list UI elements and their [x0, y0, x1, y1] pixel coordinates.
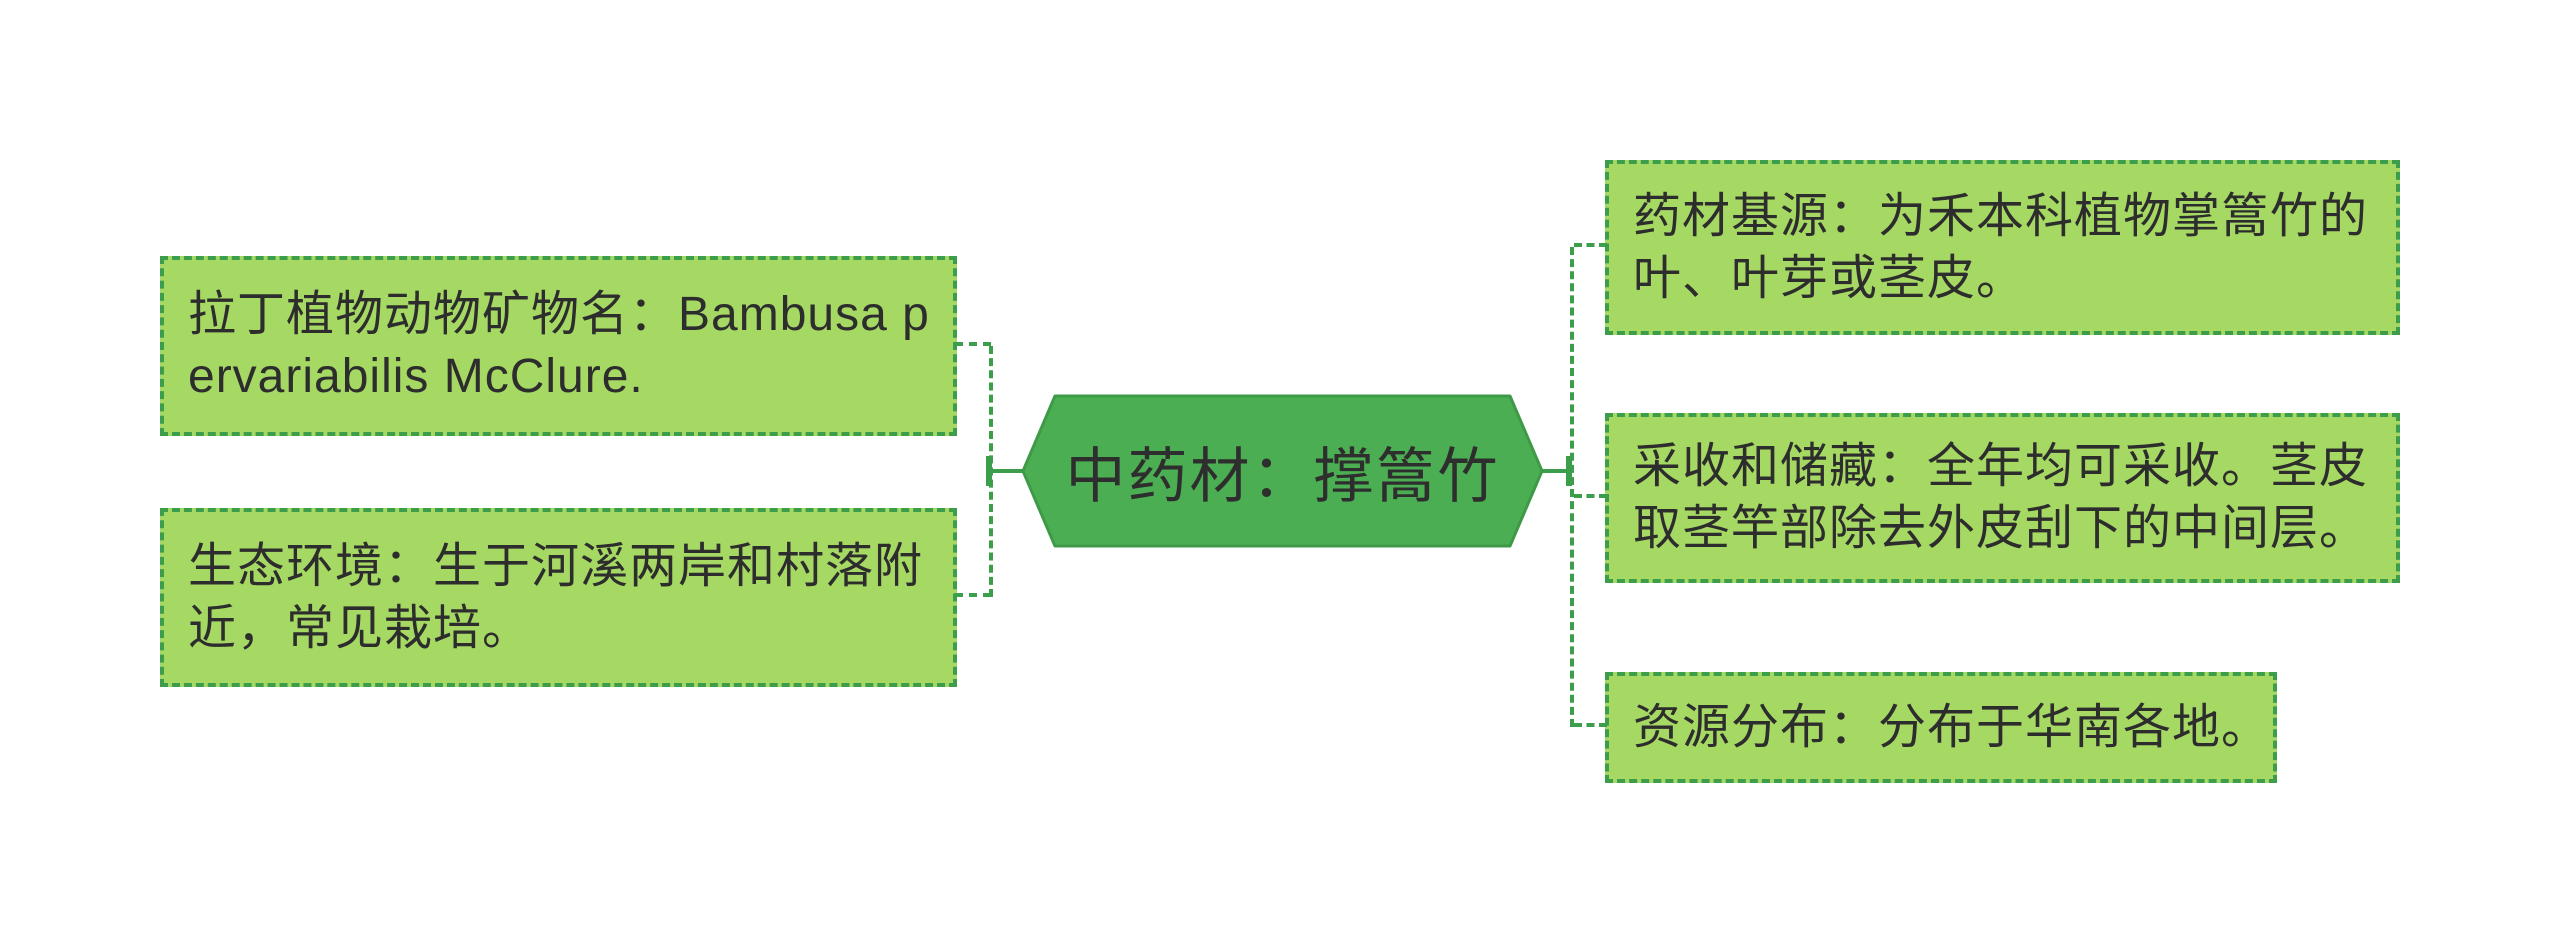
node-ecology[interactable]: 生态环境：生于河溪两岸和村落附 近，常见栽培。	[160, 508, 957, 687]
connector-left-tick	[986, 456, 992, 486]
node-text-line: 拉丁植物动物矿物名：Bambusa p	[188, 288, 930, 341]
node-text-line: 取茎竿部除去外皮刮下的中间层。	[1633, 502, 2369, 555]
center-topic-node[interactable]: 中药材：撑篙竹	[1065, 442, 1500, 510]
center-topic-shape	[1021, 394, 1544, 548]
connector-center-right	[1538, 469, 1572, 473]
connector-stub-distribution	[1574, 723, 1607, 727]
node-text-line: 资源分布：分布于华南各地。	[1633, 700, 2271, 754]
node-text-line: 采收和储藏：全年均可采收。茎皮	[1633, 440, 2369, 493]
connector-stub-ecology	[955, 593, 991, 597]
connector-stub-harvest-storage	[1574, 494, 1607, 498]
connector-stub-latin-name	[955, 342, 991, 346]
connector-stub-source	[1574, 243, 1607, 247]
node-text-line: 生态环境：生于河溪两岸和村落附	[188, 539, 924, 593]
node-text-line: 近，常见栽培。	[188, 601, 532, 655]
connector-right-trunk	[1570, 247, 1574, 727]
connector-right-tick	[1566, 456, 1572, 486]
node-text-line: ervariabilis McClure.	[188, 350, 644, 403]
node-text-line: 药材基源：为禾本科植物掌篙竹的	[1633, 189, 2369, 243]
node-harvest-storage[interactable]: 采收和储藏：全年均可采收。茎皮 取茎竿部除去外皮刮下的中间层。	[1605, 413, 2400, 583]
node-source[interactable]: 药材基源：为禾本科植物掌篙竹的 叶、叶芽或茎皮。	[1605, 160, 2400, 335]
connector-center-left	[991, 469, 1025, 473]
node-latin-name[interactable]: 拉丁植物动物矿物名：Bambusa p ervariabilis McClure…	[160, 256, 957, 436]
node-text-line: 叶、叶芽或茎皮。	[1633, 251, 2026, 305]
node-distribution[interactable]: 资源分布：分布于华南各地。	[1605, 672, 2277, 783]
